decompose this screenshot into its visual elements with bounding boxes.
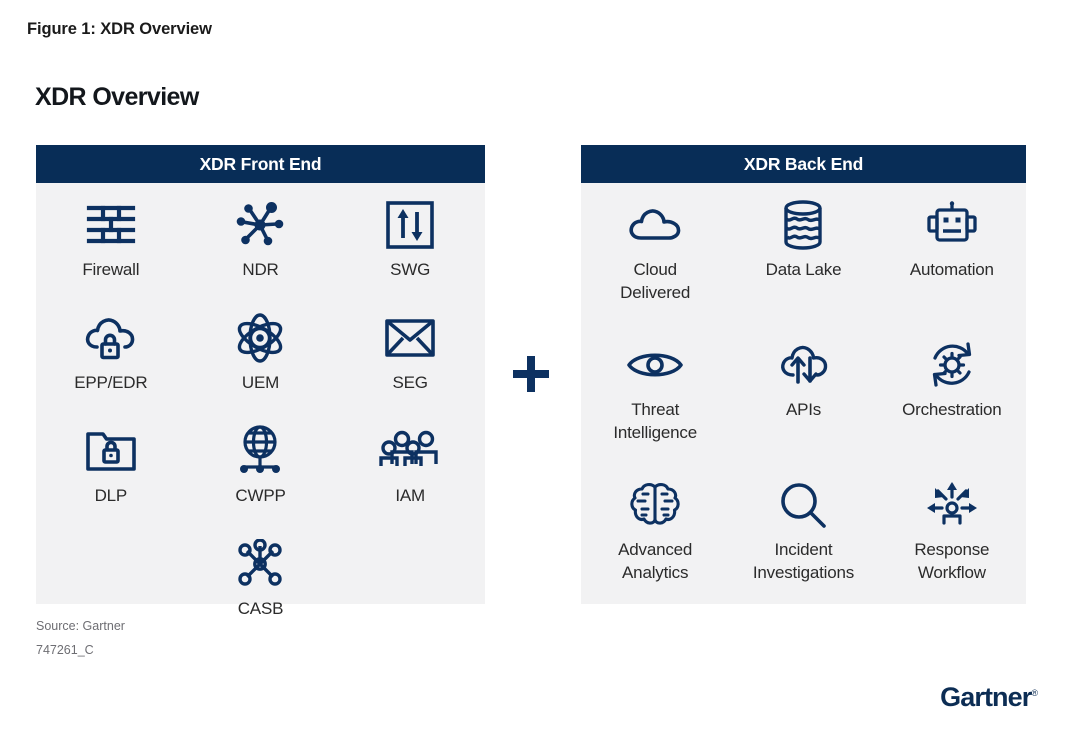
item-cwpp[interactable]: CWPP bbox=[186, 423, 336, 530]
cloud-icon bbox=[627, 197, 683, 253]
page-title: XDR Overview bbox=[35, 83, 199, 111]
item-label: Data Lake bbox=[765, 260, 842, 279]
magnifier-icon bbox=[779, 477, 827, 533]
item-label: SWG bbox=[390, 260, 431, 279]
item-label: Threat Intelligence bbox=[613, 400, 697, 443]
item-seg[interactable]: SEG bbox=[335, 310, 485, 417]
panel-header-back-end: XDR Back End bbox=[581, 145, 1026, 183]
people-group-icon bbox=[379, 423, 441, 479]
eye-icon bbox=[626, 337, 684, 393]
item-response-workflow[interactable]: Response Workflow bbox=[878, 477, 1026, 587]
brain-icon bbox=[628, 477, 682, 533]
hub-nodes-icon bbox=[234, 536, 286, 592]
item-dlp[interactable]: DLP bbox=[36, 423, 186, 530]
item-label: CWPP bbox=[235, 486, 286, 505]
item-automation[interactable]: Automation bbox=[878, 197, 1026, 307]
atom-icon bbox=[234, 310, 286, 366]
item-label: NDR bbox=[242, 260, 279, 279]
source-attribution: Source: Gartner bbox=[36, 619, 125, 633]
item-label: Automation bbox=[909, 260, 994, 279]
robot-icon bbox=[926, 197, 978, 253]
item-label: UEM bbox=[241, 373, 280, 392]
item-incident-investigations[interactable]: Incident Investigations bbox=[729, 477, 877, 587]
secure-web-gateway-icon bbox=[386, 197, 434, 253]
item-cloud-delivered[interactable]: Cloud Delivered bbox=[581, 197, 729, 307]
panel-xdr-front-end: XDR Front End bbox=[36, 145, 485, 618]
item-apis[interactable]: APIs bbox=[729, 337, 877, 447]
item-casb[interactable]: CASB bbox=[186, 536, 336, 643]
item-epp-edr[interactable]: EPP/EDR bbox=[36, 310, 186, 417]
item-label: SEG bbox=[392, 373, 429, 392]
item-label: Incident Investigations bbox=[752, 540, 855, 583]
item-firewall[interactable]: Firewall bbox=[36, 197, 186, 304]
item-label: Advanced Analytics bbox=[618, 540, 693, 583]
item-label: IAM bbox=[395, 486, 425, 505]
network-detection-icon bbox=[234, 197, 286, 253]
firewall-icon bbox=[86, 197, 136, 253]
registered-trademark-mark: ® bbox=[1031, 688, 1038, 698]
item-orchestration[interactable]: Orchestration bbox=[878, 337, 1026, 447]
back-end-grid: Cloud Delivered Data Lake bbox=[581, 183, 1026, 587]
cloud-transfer-icon bbox=[777, 337, 829, 393]
item-label: Firewall bbox=[82, 260, 140, 279]
item-label: CASB bbox=[237, 599, 284, 618]
item-label: DLP bbox=[94, 486, 128, 505]
response-workflow-icon bbox=[924, 477, 980, 533]
figure-caption: Figure 1: XDR Overview bbox=[27, 20, 212, 38]
item-label: APIs bbox=[785, 400, 822, 419]
item-data-lake[interactable]: Data Lake bbox=[729, 197, 877, 307]
item-label: Response Workflow bbox=[914, 540, 990, 583]
gartner-logo: Gartner® bbox=[940, 682, 1038, 713]
item-swg[interactable]: SWG bbox=[335, 197, 485, 304]
folder-lock-icon bbox=[85, 423, 137, 479]
gartner-wordmark: Gartner bbox=[940, 682, 1032, 712]
item-iam[interactable]: IAM bbox=[335, 423, 485, 530]
panel-body-front-end: Firewall bbox=[36, 183, 485, 618]
item-label: EPP/EDR bbox=[74, 373, 148, 392]
plus-sign bbox=[509, 352, 553, 396]
globe-network-icon bbox=[235, 423, 285, 479]
cloud-lock-icon bbox=[83, 310, 139, 366]
item-label: Cloud Delivered bbox=[620, 260, 691, 303]
gear-refresh-icon bbox=[926, 337, 978, 393]
item-advanced-analytics[interactable]: Advanced Analytics bbox=[581, 477, 729, 587]
panel-header-front-end: XDR Front End bbox=[36, 145, 485, 183]
panel-xdr-back-end: XDR Back End Cloud Delivered bbox=[581, 145, 1026, 604]
panel-body-back-end: Cloud Delivered Data Lake bbox=[581, 183, 1026, 604]
document-id: 747261_C bbox=[36, 643, 94, 657]
envelope-icon bbox=[385, 310, 435, 366]
plus-icon bbox=[513, 356, 549, 392]
item-threat-intelligence[interactable]: Threat Intelligence bbox=[581, 337, 729, 447]
item-label: Orchestration bbox=[902, 400, 1002, 419]
front-end-grid: Firewall bbox=[36, 183, 485, 643]
item-uem[interactable]: UEM bbox=[186, 310, 336, 417]
data-lake-icon bbox=[781, 197, 825, 253]
item-ndr[interactable]: NDR bbox=[186, 197, 336, 304]
